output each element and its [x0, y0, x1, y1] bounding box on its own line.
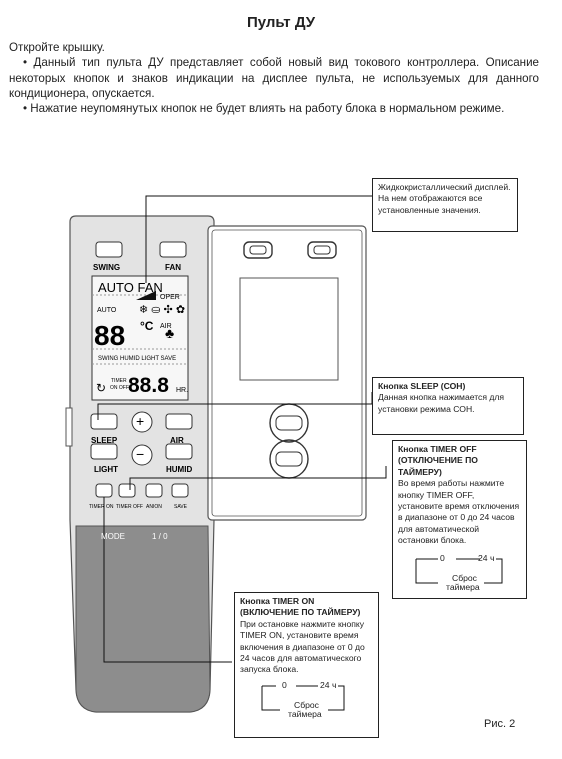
- temp-unit: °C: [140, 319, 154, 333]
- timer-off-label: TIMER OFF: [116, 504, 143, 510]
- timer-on-label: TIMER ON: [89, 504, 114, 510]
- timer-on-leader-line: [103, 497, 232, 663]
- plus-icon: [131, 411, 153, 433]
- display-air: AIR: [160, 323, 172, 330]
- power-label: 1 / 0: [152, 532, 168, 541]
- timer-digits: 88.8: [128, 374, 169, 397]
- timer-small2: ON OFF: [110, 385, 129, 391]
- bullet-1: • Данный тип пульта ДУ представляет собо…: [9, 56, 539, 100]
- light-label: LIGHT: [94, 465, 118, 474]
- lcd-leader-line: [145, 195, 376, 283]
- callout-sleep: Кнопка SLEEP (СОН) Данная кнопка нажимае…: [372, 377, 524, 435]
- intro-text: Откройте крышку. • Данный тип пульта ДУ …: [9, 40, 539, 116]
- display-row: SWING HUMID LIGHT SAVE: [98, 356, 176, 362]
- timer-off-leader-line: [129, 466, 387, 490]
- callout-timer-off: Кнопка TIMER OFF (ОТКЛЮЧЕНИЕ ПО ТАЙМЕРУ)…: [392, 440, 527, 599]
- plus-label: +: [136, 413, 144, 429]
- save-label: SAVE: [174, 504, 188, 510]
- temp-digits: 88: [94, 320, 125, 351]
- svg-text:↻: ↻: [96, 381, 106, 395]
- humid-label: HUMID: [166, 465, 192, 474]
- lcd-display: [91, 275, 189, 401]
- anion-label: ANION: [146, 504, 162, 510]
- timer-small1: TIMER: [111, 378, 127, 384]
- swing-label: SWING: [93, 263, 120, 272]
- bullet-2: • Нажатие неупомянутых кнопок не будет в…: [23, 102, 505, 116]
- display-oper: OPER: [160, 294, 180, 301]
- open-cover-line: Откройте крышку.: [9, 41, 105, 54]
- timer-flow-on: 0 24 ч Сброс таймера: [240, 680, 373, 722]
- cover-latch-icon: [243, 241, 337, 259]
- fan-icon: ❄ ⛀ ✣ ✿: [139, 304, 185, 316]
- timer-flow: 0 24 ч Сброс таймера: [398, 551, 521, 593]
- minus-icon: [131, 444, 153, 466]
- display-auto: AUTO: [97, 307, 117, 314]
- hr-label: HR.: [176, 387, 188, 394]
- page-title: Пульт ДУ: [246, 14, 316, 31]
- callout-timer-on: Кнопка TIMER ON (ВКЛЮЧЕНИЕ ПО ТАЙМЕРУ) П…: [234, 592, 379, 738]
- fan-label: FAN: [165, 263, 181, 272]
- sleep-label: SLEEP: [91, 436, 118, 445]
- figure-label: Рис. 2: [484, 718, 516, 730]
- callout-lcd: Жидкокристаллический дисплей. На нем ото…: [372, 178, 518, 232]
- display-mode: AUTO FAN: [98, 280, 163, 295]
- remote-bottom: [75, 525, 211, 713]
- svg-text:♣: ♣: [165, 325, 174, 341]
- air-label: AIR: [170, 436, 184, 445]
- minus-label: −: [136, 446, 144, 462]
- mode-label: MODE: [101, 532, 125, 541]
